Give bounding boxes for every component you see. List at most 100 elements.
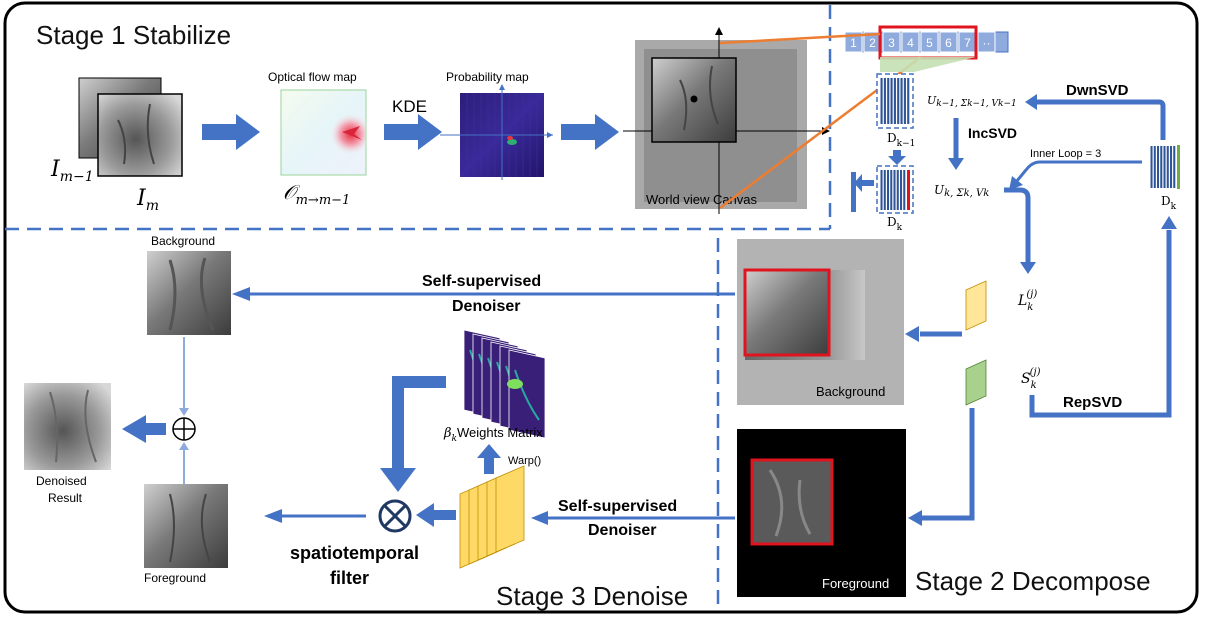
arrow-to-canvas [561, 114, 619, 150]
matrix-column [893, 170, 896, 210]
matrix-d-k-right [1149, 145, 1181, 189]
arrow-usv-to-low-rank-head [1020, 262, 1036, 274]
matrix-column [1173, 146, 1176, 188]
stage1-title: Stage 1 Stabilize [36, 20, 231, 50]
matrix-column [1166, 146, 1169, 188]
denoiser-top-line1: Self-supervised [422, 273, 541, 290]
feature-stack [459, 465, 525, 569]
stage2-background-label: Background [816, 384, 885, 399]
arrow-dwnsvd [1036, 99, 1166, 140]
result-line1: Denoised [36, 474, 87, 488]
optical-flow-symbol: 𝒪m→m−1 [283, 180, 350, 208]
usv-prev: Uk−1, Σk−1, Vk−1 [927, 94, 1017, 109]
arrow-frames-to-flow [202, 114, 260, 150]
arrow-dwnsvd-head [1025, 94, 1037, 110]
stage2-foreground-label: Foreground [822, 576, 889, 591]
matrix-column [900, 78, 903, 124]
stage3-foreground-label: Foreground [144, 571, 206, 585]
stage3-background-label: Background [151, 234, 215, 248]
matrix-column [880, 78, 883, 124]
arrow-warp [477, 444, 501, 474]
matrix-column [887, 170, 890, 210]
arrow-features-to-filter [416, 503, 456, 527]
dk1-label: Dk−1 [887, 131, 915, 149]
denoiser-bottom-line2: Denoiser [588, 522, 656, 539]
sequence-cell [844, 31, 863, 53]
arrow-weights-to-filter [380, 376, 446, 492]
usv-cur: Uk, Σk, Vk [934, 183, 989, 199]
matrix-column [903, 78, 906, 124]
sequence-cell [939, 31, 958, 53]
sequence-cell-label: 3 [888, 36, 895, 50]
matrix-column [887, 78, 890, 124]
matrix-column [907, 78, 910, 124]
matrix-d-k [876, 165, 914, 214]
stage2-title: Stage 2 Decompose [915, 566, 1151, 596]
probability-map-label: Probability map [446, 70, 529, 84]
stage3-title: Stage 3 Denoise [496, 581, 688, 611]
matrix-d-k-minus-1 [876, 73, 914, 129]
sparse-feature [965, 359, 987, 406]
stage3-background-image [147, 251, 231, 335]
arrow-inner-loop-head [1009, 176, 1023, 190]
arrow-sum-to-result [122, 415, 166, 443]
denoiser-top-line2: Denoiser [452, 298, 520, 315]
denoised-result-image [24, 383, 111, 470]
matrix-column [1153, 146, 1156, 188]
sequence-cell [920, 31, 939, 53]
sequence-cell [977, 31, 996, 53]
arrow-kde [384, 114, 442, 150]
arrow-usv-to-low-rank [1004, 187, 1031, 262]
denoised-result-detail [49, 389, 97, 463]
arrow-dk1-to-dk [888, 150, 906, 165]
matrix-column [880, 170, 883, 210]
weight-hotspot [507, 379, 523, 389]
line-fg-to-sum-head [179, 442, 189, 450]
window-funnel [880, 57, 976, 72]
dk-label: Dk [887, 215, 903, 233]
dk-right-green-edge [1177, 145, 1180, 189]
stage3-foreground-detail [169, 493, 211, 563]
world-view-canvas [623, 27, 830, 214]
optical-flow-label: Optical flow map [268, 70, 357, 84]
matrix-column [1150, 146, 1153, 188]
weights-matrix [463, 329, 546, 439]
outer-frame [3, 1, 1199, 614]
sequence-cell-label: ·· [983, 36, 991, 50]
stage3-foreground-image [144, 484, 228, 568]
optical-flow-map [280, 89, 367, 176]
frame-prev-label: Im−1 [50, 157, 94, 185]
low-rank-feature [965, 280, 987, 331]
sequence-cell-label: 2 [869, 36, 876, 50]
sparse-label: Sk(j) [1021, 367, 1041, 391]
sequence-cell-label: 5 [926, 36, 933, 50]
sequence-cell-label: 6 [945, 36, 952, 50]
warp-label: Warp() [508, 455, 541, 467]
matrix-new-column [907, 170, 910, 210]
arrow-filter-to-fg-head [264, 509, 282, 523]
matrix-column [903, 170, 906, 210]
probability-map [440, 84, 553, 180]
matrix-column [883, 170, 886, 210]
matrix-column [900, 170, 903, 210]
sequence-cell-label: 7 [964, 36, 971, 50]
result-line2: Result [48, 491, 83, 505]
repsvd-label: RepSVD [1063, 394, 1122, 411]
arrow-denoiser-bottom-head [531, 511, 548, 525]
arrow-sparse-to-fg [922, 408, 975, 521]
sequence-cell [882, 31, 901, 53]
matrix-column [1163, 146, 1166, 188]
matrix-column [893, 78, 896, 124]
matrix-column [897, 78, 900, 124]
stage2-background-panel [737, 239, 904, 405]
matrix-column [890, 170, 893, 210]
dk-right-label: Dk [1161, 194, 1177, 212]
sequence-cell-label: 4 [907, 36, 914, 50]
frame-cur-label: Im [136, 186, 159, 214]
canvas-label: World view Canvas [646, 192, 758, 207]
arrow-repsvd-head [1161, 216, 1177, 229]
matrix-column [1170, 146, 1173, 188]
stage2-foreground-panel [737, 429, 906, 597]
matrix-column [883, 78, 886, 124]
